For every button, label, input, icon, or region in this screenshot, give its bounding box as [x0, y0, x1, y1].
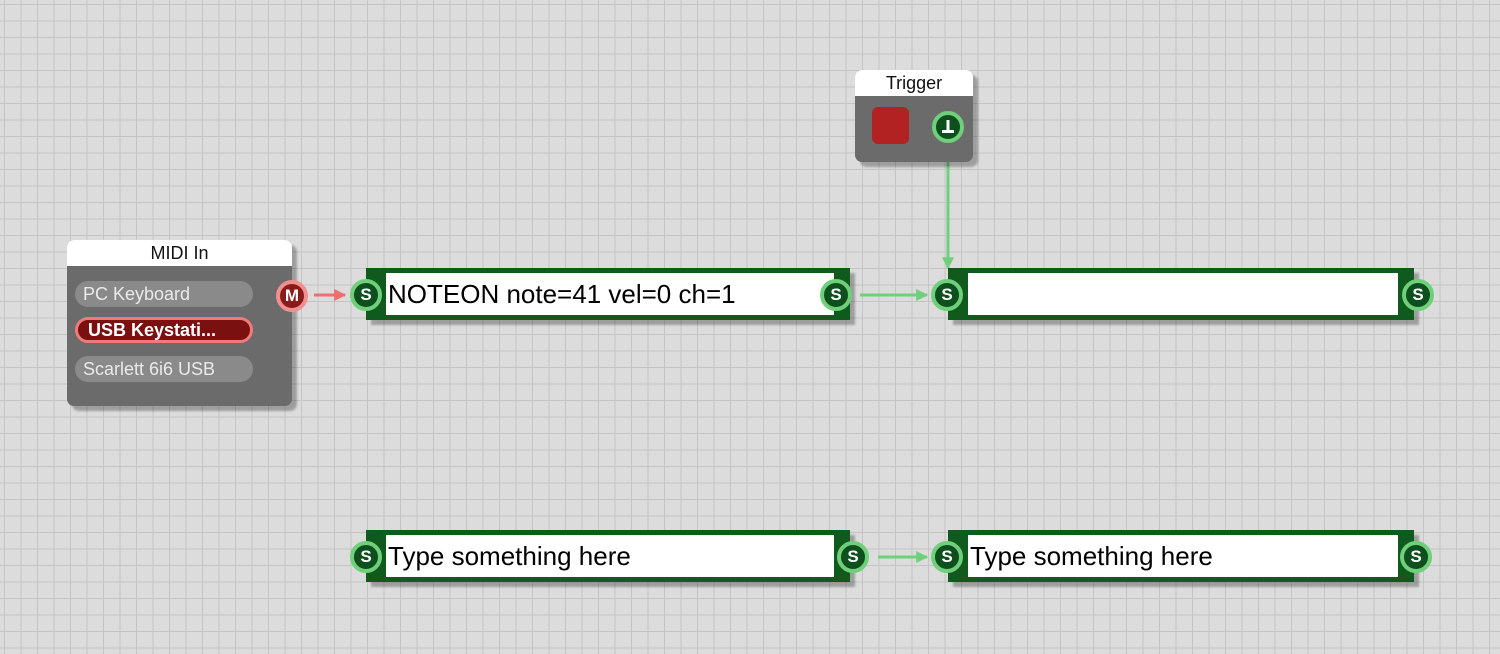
- midi-in-module[interactable]: MIDI In PC Keyboard USB Keystati... Scar…: [67, 240, 292, 406]
- string-box-1-input-port[interactable]: S: [350, 279, 382, 311]
- device-pc-keyboard[interactable]: PC Keyboard: [75, 281, 253, 307]
- trigger-button[interactable]: [872, 107, 909, 144]
- string-box-3-output-port[interactable]: S: [837, 541, 869, 573]
- device-usb-keystation[interactable]: USB Keystati...: [75, 317, 253, 343]
- string-box-3[interactable]: Type something here: [366, 530, 850, 582]
- trigger-title: Trigger: [855, 70, 973, 96]
- string-box-2[interactable]: [948, 268, 1414, 320]
- string-box-2-input-port[interactable]: S: [931, 279, 963, 311]
- device-scarlett-6i6-usb[interactable]: Scarlett 6i6 USB: [75, 356, 253, 382]
- string-box-4-output-port[interactable]: S: [1400, 541, 1432, 573]
- string-box-2-field[interactable]: [968, 273, 1398, 315]
- bang-icon: [942, 120, 954, 133]
- string-box-2-output-port[interactable]: S: [1402, 279, 1434, 311]
- trigger-module[interactable]: Trigger: [855, 70, 973, 162]
- string-box-1-output-port[interactable]: S: [820, 279, 852, 311]
- midi-output-port[interactable]: M: [276, 280, 308, 312]
- string-box-4-input-port[interactable]: S: [931, 541, 963, 573]
- string-box-3-field[interactable]: Type something here: [386, 535, 834, 577]
- string-box-3-input-port[interactable]: S: [350, 541, 382, 573]
- trigger-bang-output-port[interactable]: [932, 111, 964, 143]
- string-box-1-field[interactable]: NOTEON note=41 vel=0 ch=1: [386, 273, 834, 315]
- string-box-4[interactable]: Type something here: [948, 530, 1414, 582]
- midi-in-title: MIDI In: [67, 240, 292, 266]
- string-box-1[interactable]: NOTEON note=41 vel=0 ch=1: [366, 268, 850, 320]
- string-box-4-field[interactable]: Type something here: [968, 535, 1398, 577]
